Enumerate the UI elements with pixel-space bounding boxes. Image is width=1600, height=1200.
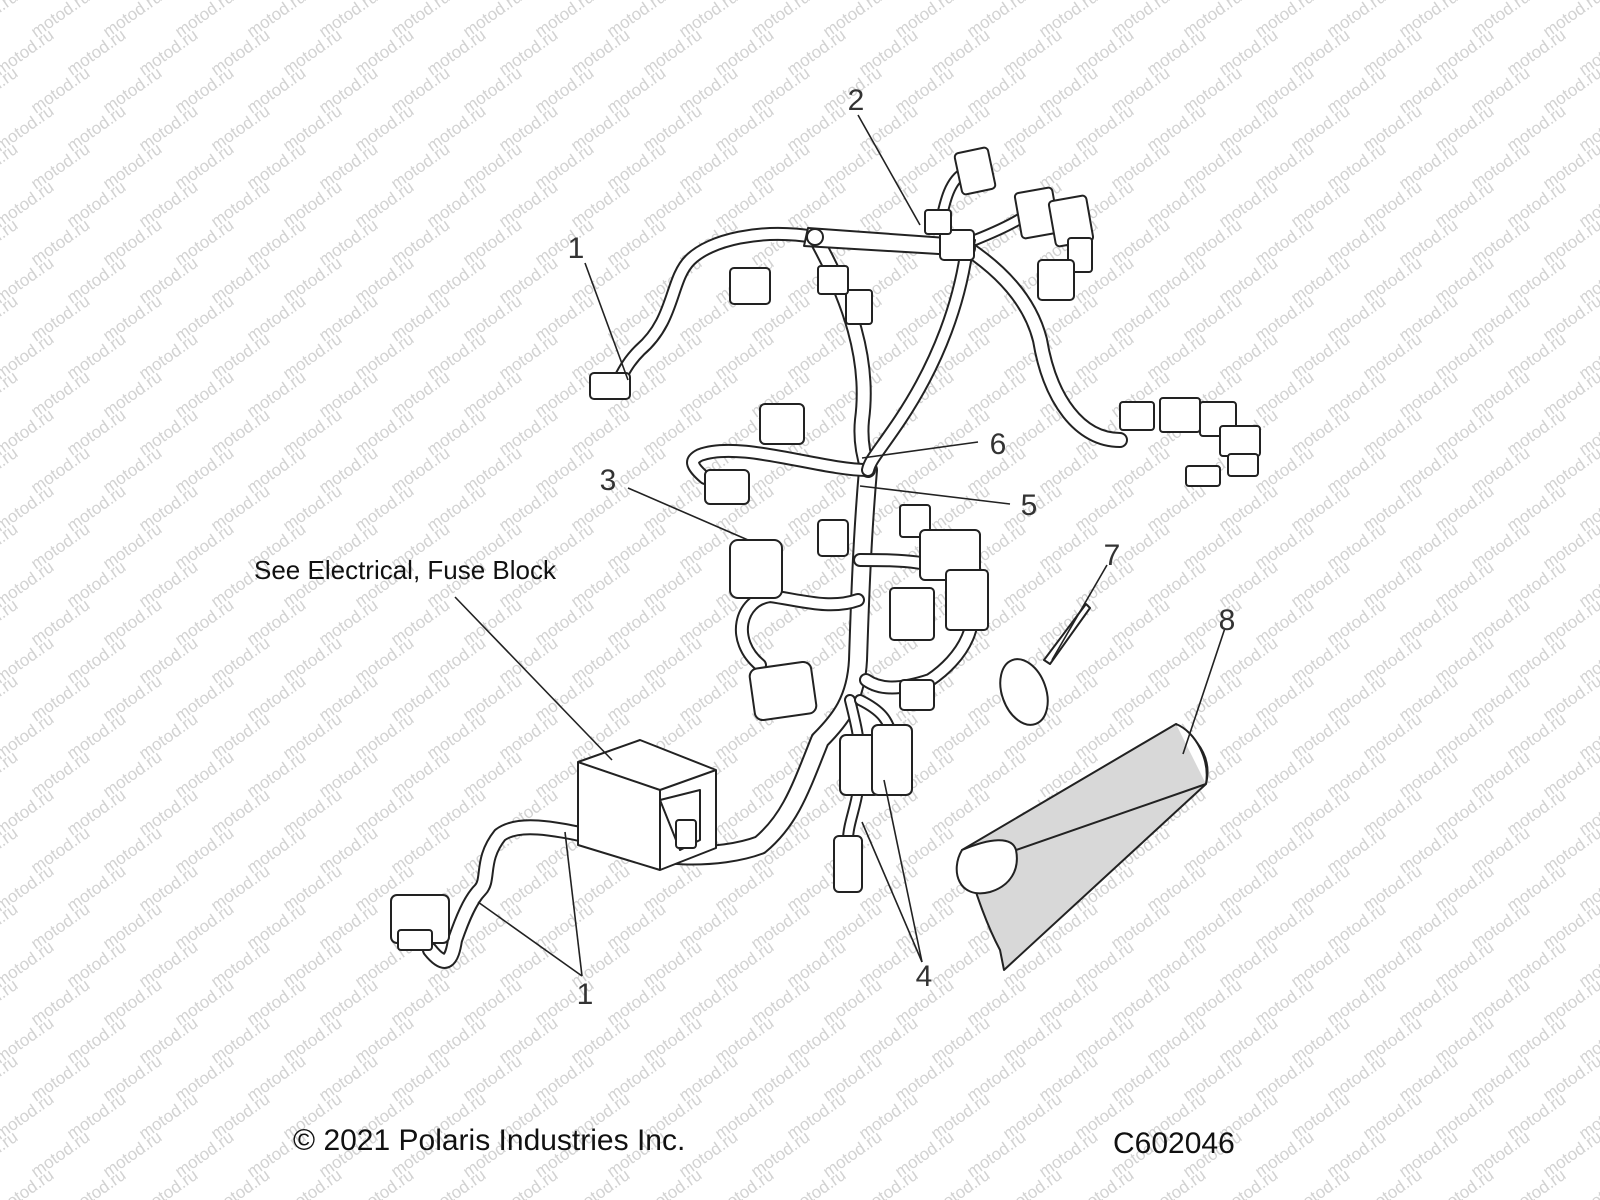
watermark-text: motod.ru [0,1127,21,1181]
callout-7: 7 [1104,539,1121,572]
watermark-text: motod.ru [279,1165,345,1200]
watermark-text: motod.ru [0,215,21,269]
callout-4: 4 [916,960,933,993]
watermark-text: motod.ru [1575,0,1600,3]
watermark-text: motod.ru [0,291,21,345]
watermark-text: motod.ru [1071,1165,1137,1200]
watermark-text: motod.ru [207,1165,273,1200]
watermark-text: motod.ru [783,1165,849,1200]
watermark-text: motod.ru [927,1165,993,1200]
callout-1-upper: 1 [568,232,585,265]
watermark-text: motod.ru [0,899,21,953]
fuse-block-reference-note: See Electrical, Fuse Block [254,555,557,585]
copyright-text: © 2021 Polaris Industries Inc. [293,1124,685,1157]
watermark-text: motod.ru [1431,1165,1497,1200]
watermark-text: motod.ru [495,1165,561,1200]
watermark-text: motod.ru [351,1165,417,1200]
watermark-text: motod.ru [1215,1165,1281,1200]
watermark-text: motod.ru [639,1165,705,1200]
watermark-text: motod.ru [0,367,21,421]
watermark-text: motod.ru [0,63,21,117]
watermark-text: motod.ru [0,443,21,497]
watermark-text: motod.ru [1287,1165,1353,1200]
watermark-text: motod.ru [423,1165,489,1200]
watermark-text: motod.ru [0,823,21,877]
watermark-text: motod.ru [1143,1165,1209,1200]
watermark-text: motod.ru [0,671,21,725]
watermark-text: motod.ru [0,0,21,41]
watermark-text: motod.ru [0,1051,21,1105]
watermark-text: motod.ru [855,1165,921,1200]
callout-2: 2 [848,84,865,117]
watermark-text: motod.ru [63,1165,129,1200]
watermark-text: motod.ru [999,1165,1065,1200]
callout-3: 3 [600,464,617,497]
watermark-text: motod.ru [0,747,21,801]
watermark-text: motod.ru [135,1165,201,1200]
figure-code: C602046 [1113,1127,1235,1160]
watermark-text: motod.ru [1359,1165,1425,1200]
watermark-text: motod.ru [567,1165,633,1200]
callout-8: 8 [1219,604,1236,637]
watermark-text: motod.ru [0,1165,57,1200]
watermark-text: motod.ru [711,1165,777,1200]
callout-1-lower: 1 [577,978,594,1011]
watermark-text: motod.ru [0,595,21,649]
callout-5: 5 [1021,489,1038,522]
watermark-text: motod.ru [1503,1165,1569,1200]
fuse-block [577,739,717,871]
callout-6: 6 [990,428,1007,461]
watermark-text: motod.ru [0,139,21,193]
watermark-text: motod.ru [0,975,21,1029]
watermark-text: motod.ru [1575,1165,1600,1200]
watermark-text: motod.ru [0,519,21,573]
